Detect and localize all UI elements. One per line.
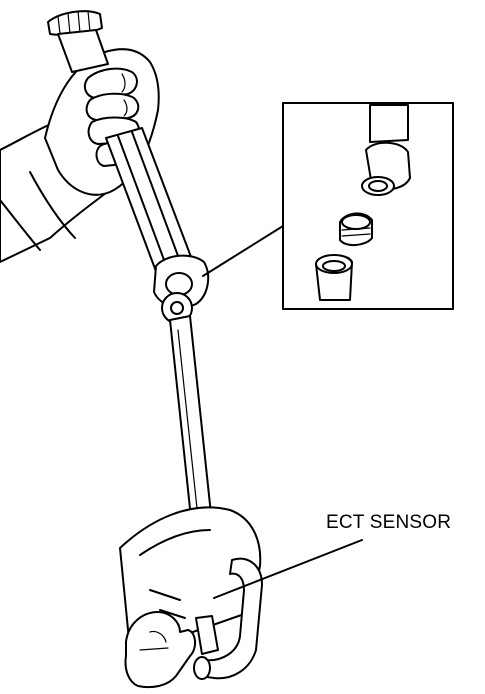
detail-inset (282, 102, 454, 310)
inset-leader-line (202, 225, 284, 277)
ect-sensor-leader-line (213, 539, 363, 599)
lower-hand (124, 611, 196, 689)
ect-sensor-label: ECT SENSOR (326, 512, 452, 533)
